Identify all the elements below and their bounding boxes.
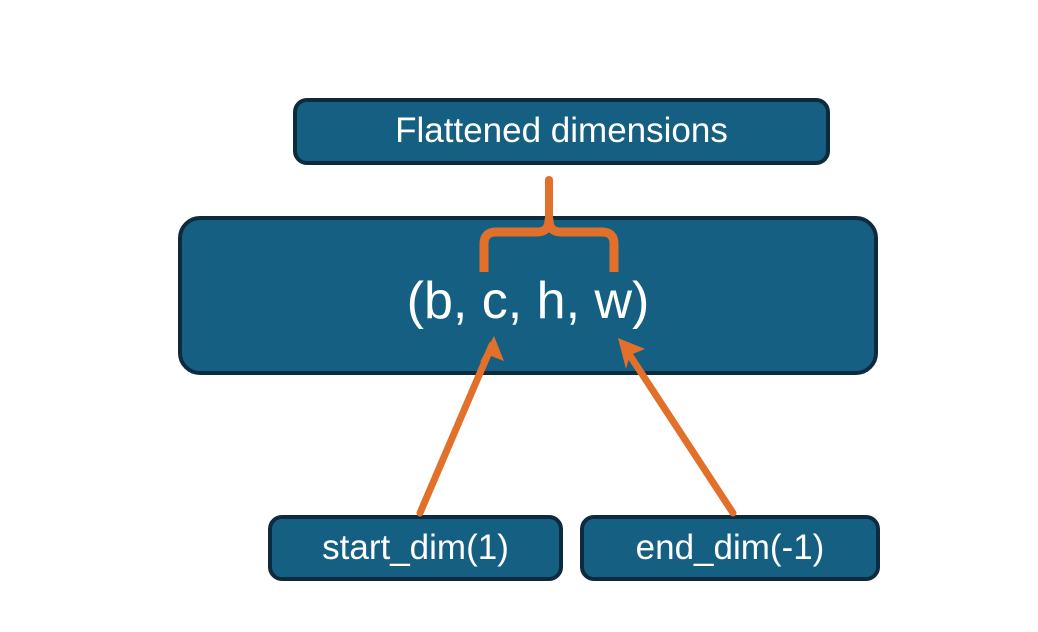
tensor-shape-box: (b, c, h, w) [178,216,878,375]
tensor-shape-label: (b, c, h, w) [406,271,650,330]
end-dim-label: end_dim(-1) [635,527,825,567]
end-dim-box: end_dim(-1) [580,515,880,581]
flattened-dimensions-box: Flattened dimensions [293,98,830,165]
start-dim-label: start_dim(1) [322,527,509,567]
start-dim-box: start_dim(1) [268,515,563,581]
flattened-dimensions-label: Flattened dimensions [395,111,728,151]
